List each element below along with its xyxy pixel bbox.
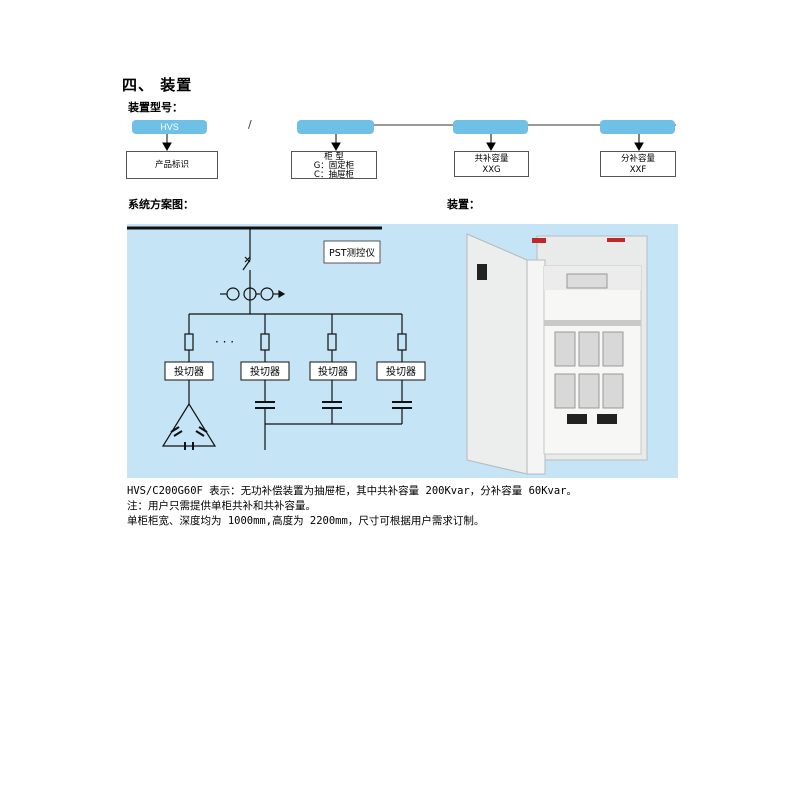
common-cap-title: 共补容量 [474, 154, 509, 164]
split-cap-title: 分补容量 [620, 154, 655, 164]
device-label: 装置： [447, 198, 480, 211]
system-schematic [161, 228, 412, 450]
description-line-3: 单柜柜宽、深度均为 1000mm,高度为 2200mm，尺寸可根据用户需求订制。 [127, 515, 485, 527]
cabinet-type-drawer: C：抽屉柜 [314, 170, 354, 180]
scheme-label: 系统方案图： [128, 198, 194, 211]
switch-label-2: 投切器 [250, 365, 280, 378]
pst-box [323, 240, 381, 264]
switch-label-1: 投切器 [174, 365, 204, 378]
model-label: 装置型号： [128, 101, 183, 114]
arrow-down-icon [486, 142, 496, 152]
cabinet-type-title: 柜 型 [324, 152, 344, 162]
cabinet-type-fixed: G：固定柜 [313, 161, 355, 171]
arrow-down-icon [162, 142, 172, 152]
pst-label: PST测控仪 [329, 247, 376, 259]
ellipsis-dots: · · · [215, 335, 234, 349]
model-pill-common [453, 120, 528, 134]
arrow-down-icon [331, 142, 341, 152]
split-cap-code: XXF [629, 165, 647, 175]
switch-box-1 [164, 361, 214, 381]
product-id-box: 产品标识 [126, 151, 218, 179]
switch-label-4: 投切器 [386, 365, 416, 378]
switch-box-2 [240, 361, 290, 381]
cabinet-type-box: 柜 型 G：固定柜 C：抽屉柜 [291, 151, 377, 180]
description-line-2: 注：用户只需提供单柜共补和共补容量。 [127, 500, 316, 512]
system-panel: 投切器 投切器 投切器 投切器 · · · PST测控仪 [127, 224, 678, 478]
cabinet-photo [466, 233, 648, 475]
switch-label-3: 投切器 [318, 365, 348, 378]
model-pill-cabinet [297, 120, 374, 134]
model-slash: / [248, 118, 252, 131]
description-line-1: HVS/C200G60F 表示：无功补偿装置为抽屉柜，其中共补容量 200Kva… [127, 485, 578, 497]
common-cap-code: XXG [482, 165, 501, 175]
model-pill-split [600, 120, 675, 134]
switch-box-3 [309, 361, 357, 381]
arrow-down-icon [634, 142, 644, 152]
split-cap-box: 分补容量 XXF [600, 151, 676, 177]
section-title: 四、 装置 [122, 76, 193, 94]
product-id-label: 产品标识 [154, 160, 189, 170]
switch-box-4 [376, 361, 426, 381]
common-cap-box: 共补容量 XXG [454, 151, 529, 177]
model-pill-hvs: HVS [132, 120, 207, 134]
